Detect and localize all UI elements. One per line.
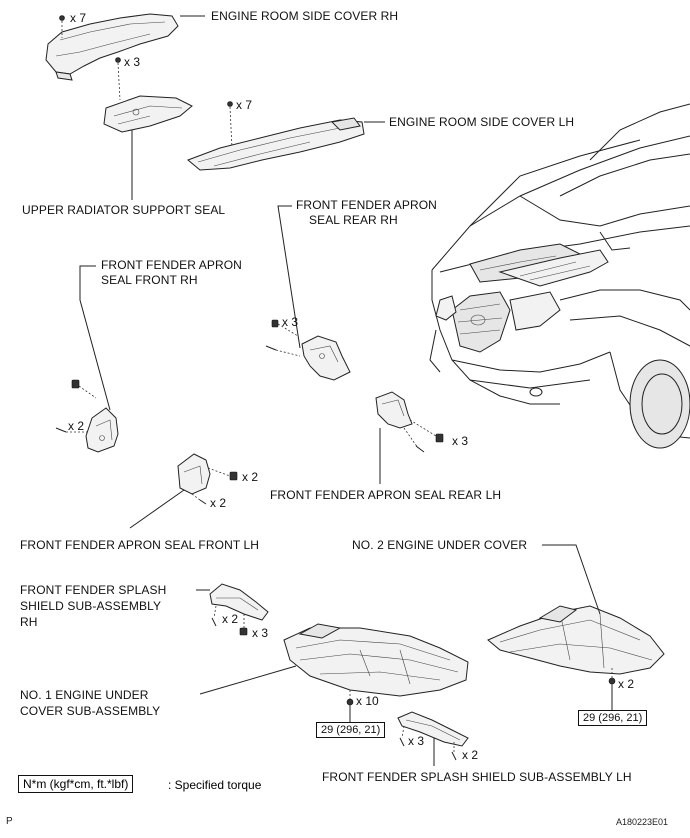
qty-splash-lh-screws: x 2 (462, 748, 479, 762)
qty-radiator-seal-clips: x 3 (124, 55, 141, 69)
label-apron-seal-rear-rh-line1: FRONT FENDER APRON (296, 198, 437, 212)
front-fender-apron-seal-rear-rh-part (265, 205, 351, 381)
label-apron-seal-front-rh-line2: SEAL FRONT RH (101, 273, 198, 287)
front-fender-apron-seal-front-rh-part (55, 265, 119, 453)
label-apron-seal-rear-lh: FRONT FENDER APRON SEAL REAR LH (270, 488, 502, 502)
label-no1-engine-under-cover-line1: NO. 1 ENGINE UNDER (20, 688, 149, 702)
qty-cover-rh-clips: x 7 (70, 11, 87, 25)
engine-room-side-cover-lh-part (187, 101, 365, 171)
no1-engine-under-cover-part (283, 623, 469, 714)
front-fender-apron-seal-rear-lh-part (375, 391, 444, 453)
qty-splash-rh-screws: x 2 (222, 612, 239, 626)
label-apron-seal-rear-rh-line2: SEAL REAR RH (309, 213, 398, 227)
label-apron-seal-front-lh: FRONT FENDER APRON SEAL FRONT LH (20, 538, 260, 552)
upper-radiator-support-seal-part (103, 57, 193, 133)
figure-code: A180223E01 (616, 817, 669, 827)
qty-cover-lh-clips: x 7 (236, 98, 253, 112)
page-letter: P (6, 816, 13, 827)
torque-box-no2: 29 (296, 21) (578, 710, 648, 726)
legend-unit-box: N*m (kgf*cm, ft.*lbf) (18, 775, 134, 793)
label-splash-shield-rh-line1: FRONT FENDER SPLASH (20, 583, 167, 597)
label-splash-shield-rh-line3: RH (20, 615, 38, 629)
no2-engine-under-cover-part (487, 605, 665, 693)
qty-front-lh-screws: x 2 (210, 496, 227, 510)
label-engine-room-side-cover-rh: ENGINE ROOM SIDE COVER RH (211, 9, 399, 23)
torque-box-no1: 29 (296, 21) (316, 722, 386, 738)
front-fender-apron-seal-front-lh-part (177, 453, 238, 505)
label-splash-shield-rh-line2: SHIELD SUB-ASSEMBLY (20, 599, 162, 613)
qty-splash-rh-clips: x 3 (252, 626, 269, 640)
qty-rear-lh-nuts: x 3 (452, 434, 469, 448)
splash-shield-lh-part (397, 711, 469, 761)
qty-splash-lh-clips: x 3 (408, 734, 425, 748)
label-no1-engine-under-cover-line2: COVER SUB-ASSEMBLY (20, 704, 161, 718)
label-apron-seal-front-rh-line1: FRONT FENDER APRON (101, 258, 242, 272)
legend-description: : Specified torque (168, 778, 262, 792)
label-splash-shield-lh: FRONT FENDER SPLASH SHIELD SUB-ASSEMBLY … (322, 770, 632, 784)
label-upper-radiator-support-seal: UPPER RADIATOR SUPPORT SEAL (22, 203, 226, 217)
vehicle-front-illustration (429, 103, 690, 449)
label-engine-room-side-cover-lh: ENGINE ROOM SIDE COVER LH (389, 115, 575, 129)
qty-front-rh-screws: x 2 (68, 419, 85, 433)
label-no2-engine-under-cover: NO. 2 ENGINE UNDER COVER (352, 538, 528, 552)
qty-front-lh-nuts: x 2 (242, 470, 259, 484)
engine-room-side-cover-rh-part (45, 13, 179, 81)
qty-rear-rh-nuts: x 3 (282, 315, 299, 329)
qty-no2-bolts: x 2 (618, 677, 635, 691)
splash-shield-rh-part (209, 583, 269, 636)
qty-no1-bolts: x 10 (356, 694, 379, 708)
